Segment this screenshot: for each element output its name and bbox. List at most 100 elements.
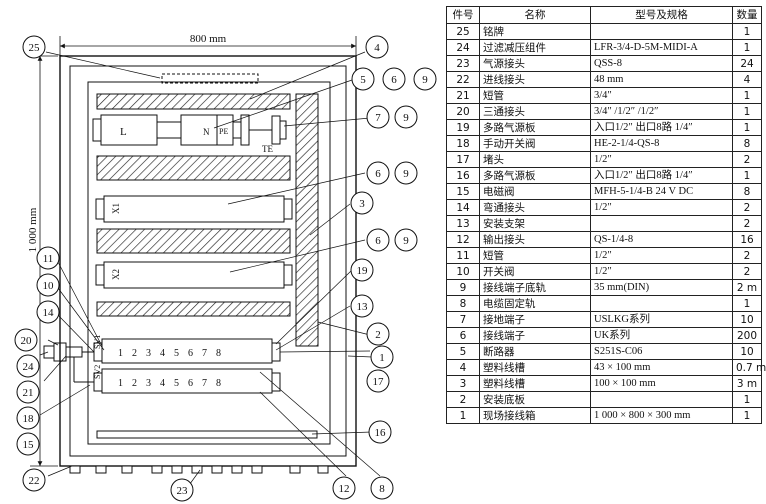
qty-cell: 3 m [732, 375, 762, 392]
spec-cell: S251S-C06 [590, 343, 733, 360]
svg-text:12: 12 [339, 483, 350, 495]
svg-text:3: 3 [359, 198, 365, 210]
terminal-strip-x2: X2 [95, 261, 293, 289]
callout-4: 4 [365, 35, 389, 59]
name-cell: 多路气源板 [479, 119, 591, 136]
name-cell: 安装支架 [479, 215, 591, 232]
breaker-label: L [120, 126, 127, 138]
manifold-top: SV1 12345678 [93, 335, 281, 364]
svg-text:23: 23 [177, 485, 189, 497]
terminal-x1-label: X1 [111, 203, 121, 214]
cable-gland [69, 465, 81, 474]
callout-23: 23 [170, 478, 194, 502]
part-no-cell: 7 [446, 311, 480, 328]
name-cell: 多路气源板 [479, 167, 591, 184]
cable-gland [121, 465, 133, 474]
qty-cell: 16 [732, 231, 762, 248]
valve-sv1-label: SV1 [93, 335, 102, 349]
name-cell: 现场接线箱 [479, 407, 591, 424]
part-no-cell: 10 [446, 263, 480, 280]
name-cell: 断路器 [479, 343, 591, 360]
qty-cell: 8 [732, 135, 762, 152]
qty-cell: 10 [732, 343, 762, 360]
name-cell: 接地端子 [479, 311, 591, 328]
valve-sv2-label: SV2 [93, 365, 102, 379]
height-label: 1 000 mm [27, 207, 39, 252]
part-no-cell: 18 [446, 135, 480, 152]
part-no-cell: 20 [446, 103, 480, 120]
callout-12: 12 [332, 476, 356, 500]
pe-terminal-label: PE [219, 127, 228, 136]
svg-text:1: 1 [379, 352, 385, 364]
spec-cell: QSS-8 [590, 55, 733, 72]
callout-21: 21 [16, 380, 40, 404]
name-cell: 铭牌 [479, 23, 591, 40]
callout-17: 17 [366, 369, 390, 393]
svg-text:18: 18 [23, 413, 35, 425]
spec-cell: 48 mm [590, 71, 733, 88]
name-cell: 短管 [479, 87, 591, 104]
svg-text:9: 9 [403, 168, 409, 180]
svg-text:25: 25 [29, 42, 41, 54]
svg-text:17: 17 [373, 376, 385, 388]
qty-cell: 200 [732, 327, 762, 344]
qty-cell: 2 [732, 199, 762, 216]
mounting-plate [87, 81, 331, 445]
name-cell: 安装底板 [479, 391, 591, 408]
svg-text:9: 9 [422, 74, 428, 86]
part-no-cell: 12 [446, 231, 480, 248]
svg-text:5: 5 [360, 74, 366, 86]
svg-text:11: 11 [43, 253, 54, 265]
name-cell: 接线端子 [479, 327, 591, 344]
callout-9d: 9 [394, 228, 418, 252]
spec-cell: 3/4″ [590, 87, 733, 104]
name-cell: 电磁阀 [479, 183, 591, 200]
qty-cell: 2 m [732, 279, 762, 296]
spec-cell: 35 mm(DIN) [590, 279, 733, 296]
svg-text:10: 10 [43, 280, 55, 292]
qty-cell: 2 [732, 215, 762, 232]
spec-cell: 入口1/2″ 出口8路 1/4″ [590, 167, 733, 184]
qty-cell: 2 [732, 263, 762, 280]
svg-text:6: 6 [375, 235, 381, 247]
part-no-cell: 25 [446, 23, 480, 40]
part-no-cell: 1 [446, 407, 480, 424]
callout-3: 3 [350, 191, 374, 215]
svg-text:4: 4 [374, 42, 380, 54]
cable-gland [317, 465, 329, 474]
part-no-cell: 15 [446, 183, 480, 200]
spec-cell: USLKG系列 [590, 311, 733, 328]
terminal-strip-x1: X1 [95, 195, 293, 223]
spec-cell: 3/4″ /1/2″ /1/2″ [590, 103, 733, 120]
te-terminal-label: TE [262, 144, 273, 154]
spec-cell: 1/2″ [590, 151, 733, 168]
part-no-cell: 16 [446, 167, 480, 184]
header-part-no: 件号 [446, 6, 480, 24]
name-cell: 气源接头 [479, 55, 591, 72]
svg-text:16: 16 [375, 427, 387, 439]
spec-cell: 1/2″ [590, 247, 733, 264]
part-no-cell: 11 [446, 247, 480, 264]
nameplate [161, 73, 259, 84]
name-cell: 手动开关阀 [479, 135, 591, 152]
svg-text:13: 13 [357, 301, 369, 313]
callout-22: 22 [22, 468, 46, 492]
callout-9a: 9 [413, 67, 437, 91]
part-no-cell: 21 [446, 87, 480, 104]
manifold-top-digits: 12345678 [118, 348, 230, 359]
spec-cell: 1/2″ [590, 263, 733, 280]
name-cell: 塑料线槽 [479, 375, 591, 392]
qty-cell: 1 [732, 39, 762, 56]
name-cell: 接线端子底轨 [479, 279, 591, 296]
cable-gland [211, 465, 223, 474]
svg-text:19: 19 [357, 265, 369, 277]
part-no-cell: 6 [446, 327, 480, 344]
